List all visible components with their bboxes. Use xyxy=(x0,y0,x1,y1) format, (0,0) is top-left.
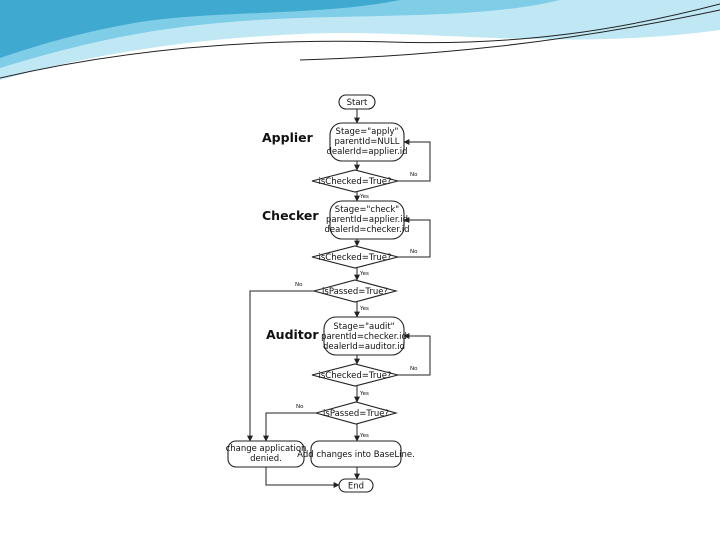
baseline-label: Add changes into BaseLine. xyxy=(297,450,415,460)
decision-passed-1 xyxy=(311,279,399,303)
decision-passed-1-label: isPassed=True? xyxy=(322,287,388,297)
edge-denied-end xyxy=(265,467,340,488)
lane-label-auditor: Auditor xyxy=(266,327,319,342)
applier-line-3: dealerId=applier.id xyxy=(326,147,407,157)
wave-line-2 xyxy=(299,9,720,61)
auditor-line-2: parentId=checker.id xyxy=(321,332,407,342)
decision-checked-3-label: isChecked=True? xyxy=(319,371,392,381)
lane-label-checker: Checker xyxy=(262,208,319,223)
edge-check1-no-loop xyxy=(398,139,431,182)
decision-passed-2-label: isPassed=True? xyxy=(323,409,389,419)
edge-check2-no-loop xyxy=(398,217,431,258)
no-label-2: No xyxy=(410,249,418,255)
edge-passed2-no-denied xyxy=(263,412,316,442)
checker-line-3: dealerId=checker.id xyxy=(325,225,410,235)
denied-line-2: denied. xyxy=(250,454,282,464)
checker-line-1: Stage="check" xyxy=(335,205,399,215)
no-label-5: No xyxy=(296,404,304,410)
auditor-line-1: Stage="audit" xyxy=(333,322,394,332)
no-label-4: No xyxy=(295,282,303,288)
decision-checked-2-label: isChecked=True? xyxy=(319,253,392,263)
denied-line-1: change application xyxy=(226,444,307,454)
wave-front xyxy=(0,0,400,58)
no-label-3: No xyxy=(410,366,418,372)
header-waves xyxy=(0,0,720,80)
yes-label-4: Yes xyxy=(359,391,369,397)
edge-check3-no-loop xyxy=(398,333,431,376)
decision-passed-2 xyxy=(313,401,399,425)
end-label: End xyxy=(348,482,364,492)
auditor-line-3: dealerId=auditor.id xyxy=(323,342,405,352)
yes-label-3: Yes xyxy=(359,306,369,312)
wave-line-1 xyxy=(0,3,720,79)
start-label: Start xyxy=(347,98,368,108)
decision-checked-1-label: isChecked=True? xyxy=(319,177,392,187)
yes-label-5: Yes xyxy=(359,433,369,439)
lane-label-applier: Applier xyxy=(262,130,314,145)
yes-label-2: Yes xyxy=(359,271,369,277)
checker-line-2: parentId=applier.id xyxy=(326,215,408,225)
applier-line-1: Stage="apply" xyxy=(336,127,399,137)
yes-label-1: Yes xyxy=(359,194,369,200)
no-label-1: No xyxy=(410,172,418,178)
edge-passed1-no-denied xyxy=(247,290,314,442)
applier-line-2: parentId=NULL xyxy=(335,137,400,147)
flowchart: Applier Checker Auditor Start Stage="app… xyxy=(226,94,431,493)
